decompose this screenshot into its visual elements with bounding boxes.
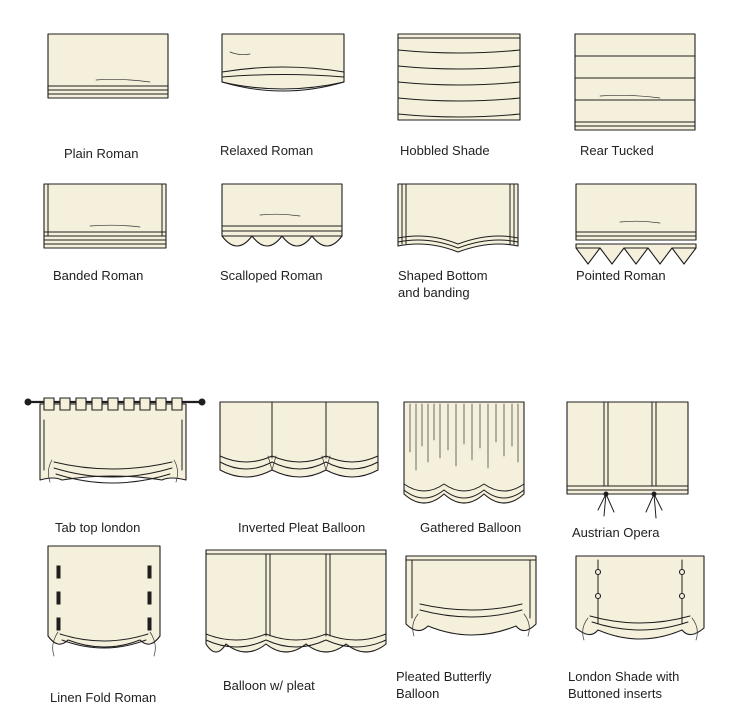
rear-tucked-label: Rear Tucked xyxy=(580,143,654,158)
tab-top-london-illustration xyxy=(24,397,206,484)
plain-roman-label: Plain Roman xyxy=(64,146,139,161)
shaped-bottom-illustration xyxy=(397,183,519,253)
rear-tucked-illustration xyxy=(574,33,696,131)
tab-top-london-label: Tab top london xyxy=(55,520,141,535)
pointed-roman-label: Pointed Roman xyxy=(576,268,666,283)
scalloped-roman-label: Scalloped Roman xyxy=(220,268,323,283)
plain-roman-illustration xyxy=(47,33,169,99)
relaxed-roman-label: Relaxed Roman xyxy=(220,143,314,158)
banded-roman-illustration xyxy=(43,183,167,249)
pleated-butterfly-balloon-illustration xyxy=(405,555,537,637)
relaxed-roman-illustration xyxy=(221,33,345,92)
austrian-opera-label: Austrian Opera xyxy=(572,525,660,540)
hobbled-shade-illustration xyxy=(397,33,521,121)
inverted-pleat-balloon-label: Inverted Pleat Balloon xyxy=(238,520,366,535)
london-shade-buttoned-label: London Shade with Buttoned inserts xyxy=(568,669,680,701)
pointed-roman-illustration xyxy=(575,183,697,265)
gathered-balloon-illustration xyxy=(403,401,525,504)
inverted-pleat-balloon-illustration xyxy=(219,401,379,478)
linen-fold-roman-illustration xyxy=(47,545,161,657)
banded-roman-label: Banded Roman xyxy=(53,268,144,283)
austrian-opera-illustration xyxy=(566,401,689,519)
pleated-butterfly-balloon-label: Pleated Butterfly Balloon xyxy=(396,669,492,701)
gathered-balloon-label: Gathered Balloon xyxy=(420,520,522,535)
linen-fold-roman-label: Linen Fold Roman xyxy=(50,690,157,705)
london-shade-buttoned-illustration xyxy=(575,555,705,641)
balloon-w-pleat-label: Balloon w/ pleat xyxy=(223,678,315,693)
balloon-w-pleat-illustration xyxy=(205,549,387,653)
scalloped-roman-illustration xyxy=(221,183,343,247)
shaped-bottom-label: Shaped Bottom and banding xyxy=(398,268,488,300)
hobbled-shade-label: Hobbled Shade xyxy=(400,143,490,158)
